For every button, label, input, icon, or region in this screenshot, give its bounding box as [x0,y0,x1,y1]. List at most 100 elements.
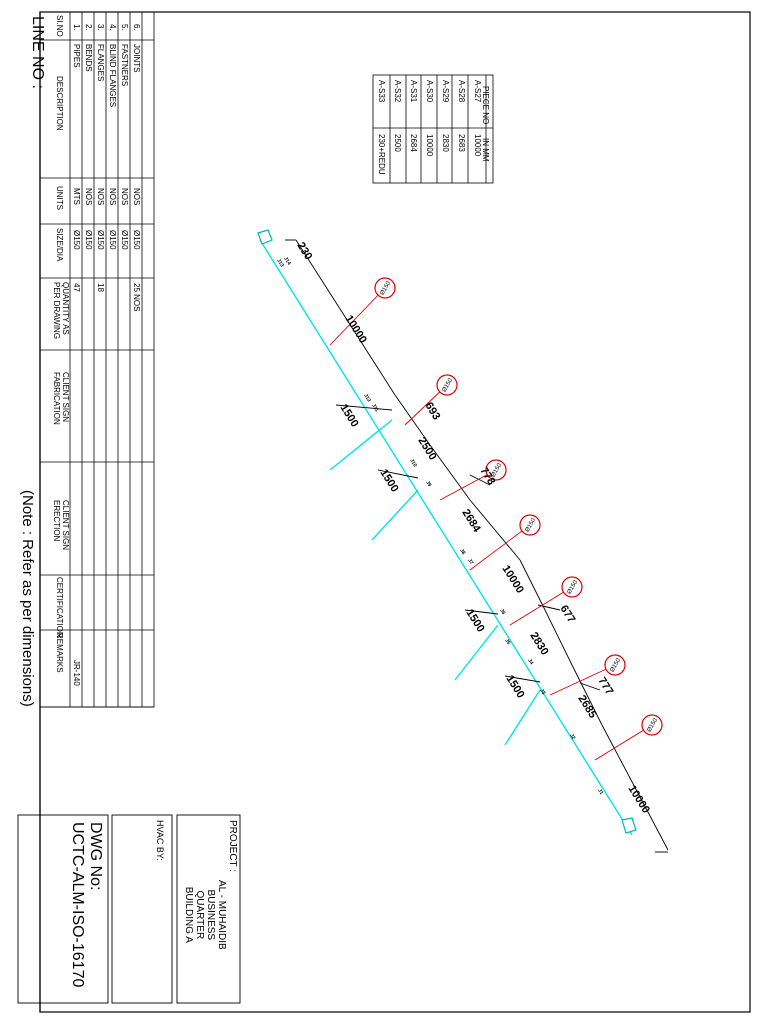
note-text: (Note : Refer as per dimensions) [19,490,36,707]
bom-row-slno: 6. [132,24,141,31]
size-bubble: Ø150 [374,277,396,299]
bom-row-slno: 1. [72,24,81,31]
branch-dimension-label: 1500 [463,607,486,634]
piece-row-no: A-S32 [393,80,402,103]
piece-row-mm: 10000 [425,134,434,157]
dimension-label: 10000 [342,313,368,345]
bubble-circle [604,654,626,676]
main-pipe [259,239,633,836]
branch-pipe [454,624,499,681]
bom-header-description: DESCRIPTION [55,76,64,131]
bom-row-units: NOS [84,188,93,206]
bom-header-fabrication: FABRICATION [52,372,61,425]
dimension-label: 2500 [415,435,438,462]
bom-row-size: Ø150 [132,230,141,250]
bom-row-description: PIPES [72,44,81,68]
size-bubble: Ø150 [436,374,458,396]
bom-row-size: Ø150 [108,230,117,250]
hvac-area: HVAC BY: [152,820,170,861]
bubble-circle [519,514,541,536]
project-line: BUSINESS [205,889,216,941]
dimension-label: 677 [557,603,577,625]
bom-row-units: NOS [132,188,141,206]
branch-dimension-label: 1500 [503,673,526,700]
joint-label: J1 [596,788,604,796]
bom-header-erection: CLIENT SIGN [61,500,70,551]
project-area: PROJECT : AL - MUHAIDIB BUSINESS QUARTER… [183,820,238,950]
project-line: QUARTER [194,890,205,940]
project-line: AL - MUHAIDIB [216,880,227,950]
joint-label: J8 [458,548,466,556]
sheet-border [39,11,751,1013]
dimension-label: 2830 [527,630,550,657]
label-layer: 2301000069325007782684100006772830777268… [275,240,652,815]
dimension-label: 230 [294,240,314,262]
bom-header-remarks: REMARKS [55,633,64,673]
bom-row-units: NOS [120,188,129,206]
joint-label: J14 [282,256,292,266]
note-area: (Note : Refer as per dimensions) [18,490,36,707]
size-bubble: Ø150 [641,714,663,736]
bubble-circle [561,576,583,598]
piece-row-mm: 2683 [457,134,466,152]
branch-pipe [371,489,419,541]
dwg-area: DWG No: UCTC-ALM-ISO-16170 [68,822,104,987]
bom-row-size: Ø150 [120,230,129,250]
bubble-circle [641,714,663,736]
reducer-fitting [257,229,273,245]
bom-row-size: Ø150 [84,230,93,250]
piece-row-mm: 230+REDU [377,134,386,175]
bom-row-description: BLIND FLANGES [108,44,117,108]
bom-header-slno: SI.NO [55,15,64,37]
bom-row-slno: 2. [84,24,93,31]
piece-row-mm: 10000 [473,134,482,157]
bom-header-quantity: QUANTITY AS [61,282,70,335]
bom-header-quantity: PER DRAWING [52,282,61,340]
dimension-label: 777 [595,675,615,697]
bom-row-slno: 5. [120,24,129,31]
joint-label: J3 [538,688,546,696]
bubble-circle [374,277,396,299]
title-block [17,814,241,1004]
joint-label: J12 [362,393,372,403]
bom-header-erection: ERECTION [52,500,61,542]
bom-row-quantity: 18 [96,283,105,292]
branch-pipe [329,419,393,471]
branch-dimension-label: 1500 [377,467,400,494]
bom-header-units: UNITS [55,186,64,210]
joint-label: J4 [526,658,534,666]
joint-label: J10 [408,458,418,468]
piece-row-no: A-S31 [409,80,418,103]
joint-label: J11 [370,403,379,413]
bom-row-slno: 3. [96,24,105,31]
piece-row-no: A-S29 [441,80,450,103]
dimension-label: 10000 [499,563,525,595]
piece-row-no: A-S28 [457,80,466,103]
line-no-label: LINE NO : [29,16,46,89]
joint-label: J7 [466,558,474,566]
piece-table [372,74,494,184]
bom-row-size: Ø150 [96,230,105,250]
dimension-label: 10000 [625,783,651,815]
bom-row-units: NOS [108,188,117,206]
piece-header-mm: IN MM [481,138,490,162]
bom-row-units: MTS [72,188,81,205]
branch-pipe [504,689,541,746]
joint-label: J5 [503,638,511,646]
bom-header-size: SIZE/DIA [55,228,64,262]
piece-row-mm: 2830 [441,134,450,152]
bom-row-slno: 4. [108,24,117,31]
bom-header-fabrication: CLIENT SIGN [61,372,70,423]
piece-row-no: A-S30 [425,80,434,103]
piece-row-no: A-S27 [473,80,482,103]
bom-row-units: NOS [96,188,105,206]
bom-row-description: BENDS [84,44,93,72]
bom-row-remarks: JR-140 [72,660,81,686]
piece-row-no: A-S33 [377,80,386,103]
leader-lines [329,287,653,761]
bubble-circle [485,459,507,481]
joint-label: J6 [498,608,506,616]
bom-row-description: FASTNERS [120,44,129,87]
